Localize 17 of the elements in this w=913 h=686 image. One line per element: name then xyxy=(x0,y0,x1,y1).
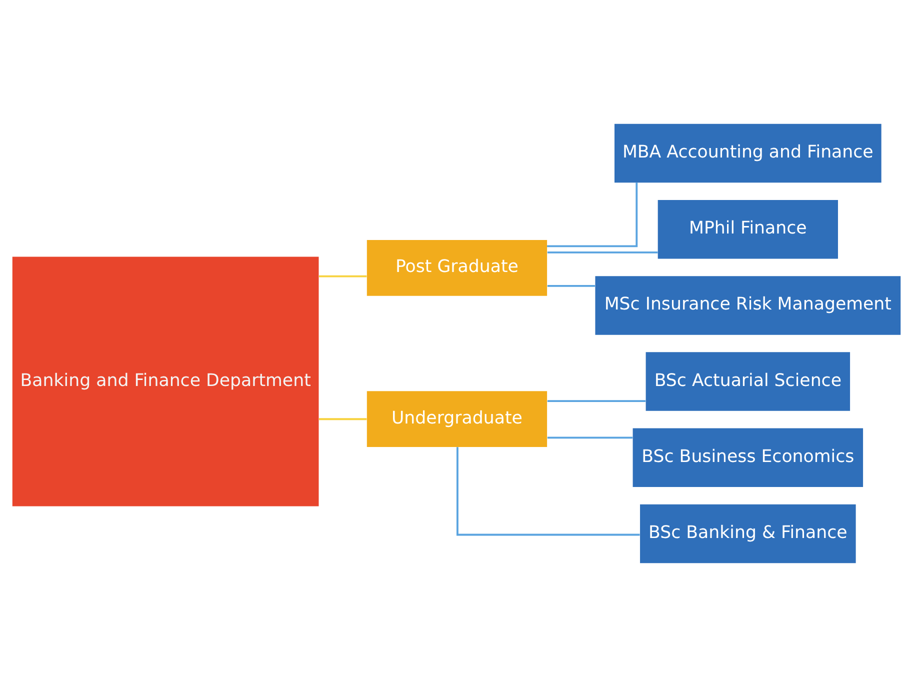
node-box: BSc Business Economics xyxy=(632,428,864,487)
connector xyxy=(547,284,595,286)
node-box: Banking and Finance Department xyxy=(12,256,319,506)
connector xyxy=(318,418,367,420)
node-box: Undergraduate xyxy=(366,390,548,447)
connector xyxy=(547,251,658,253)
node-box: MPhil Finance xyxy=(658,199,838,258)
connector xyxy=(547,182,638,247)
connector xyxy=(318,274,367,277)
connector xyxy=(547,400,646,402)
node-box: BSc Banking & Finance xyxy=(640,504,856,563)
node-box: MBA Accounting and Finance xyxy=(614,123,882,182)
connector xyxy=(547,436,633,438)
connector xyxy=(456,446,640,536)
node-box: MSc Insurance Risk Management xyxy=(595,276,901,334)
node-box: BSc Actuarial Science xyxy=(646,352,850,410)
node-box: Post Graduate xyxy=(366,239,548,296)
